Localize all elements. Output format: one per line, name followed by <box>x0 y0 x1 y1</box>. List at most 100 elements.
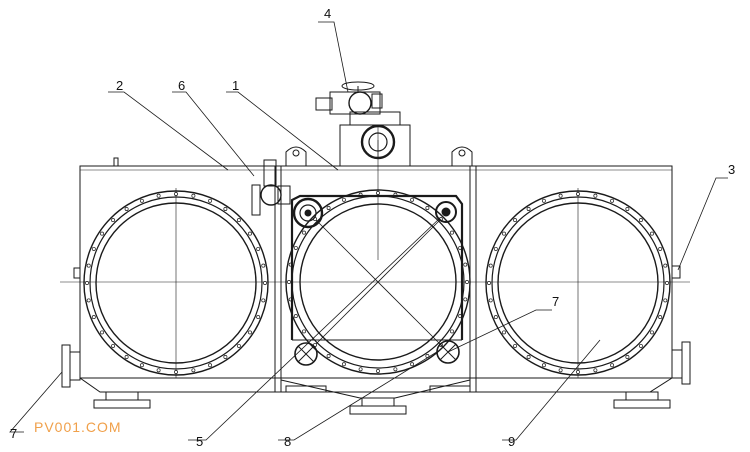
flange-bolt <box>156 368 161 373</box>
flange-bolt <box>223 207 228 211</box>
flange-bolt <box>248 330 252 335</box>
flange-bolt <box>86 298 91 303</box>
flange-bolt <box>293 245 298 250</box>
flange-bolt <box>558 193 563 198</box>
gearbox <box>339 111 411 167</box>
flange-bolt <box>625 355 630 359</box>
idler-sprocket-top-right <box>435 201 457 223</box>
flange-bolt <box>91 315 96 320</box>
flange-bolt <box>85 281 89 285</box>
flange-bolt <box>223 355 228 359</box>
callout-8: 8 <box>284 434 291 449</box>
flange-bolt <box>638 218 643 223</box>
limit-switch-assembly <box>251 159 291 216</box>
flange-bolt <box>493 246 498 251</box>
flange-bolt <box>558 368 563 373</box>
right-side-nozzle <box>671 341 691 385</box>
flange-bolt <box>650 330 654 335</box>
flange-bolt <box>376 369 380 373</box>
flange-bolt <box>463 297 468 302</box>
right-lifting-lug <box>451 146 473 166</box>
flange-bolt <box>541 198 546 203</box>
callout-9: 9 <box>508 434 515 449</box>
callout-6: 6 <box>178 78 185 93</box>
callout-1: 1 <box>232 78 239 93</box>
flange-bolt <box>450 329 454 334</box>
flange-bolt <box>526 207 531 211</box>
flange-bolt <box>287 280 291 284</box>
bottom-outlet-right <box>613 391 671 409</box>
flange-bolt <box>502 231 506 236</box>
flange-bolt <box>124 207 129 211</box>
flange-bolt <box>293 314 298 319</box>
flange-bolt <box>302 230 306 235</box>
flange-bolt <box>576 370 580 374</box>
flange-bolt <box>502 330 506 335</box>
flange-bolt <box>256 246 261 251</box>
flange-bolt <box>263 281 267 285</box>
flange-bolt <box>236 343 241 348</box>
flange-bolt <box>261 298 266 303</box>
left-flange <box>83 188 269 378</box>
flange-bolt <box>341 197 346 202</box>
flange-bolt <box>650 231 654 236</box>
flange-bolt <box>576 192 580 196</box>
left-side-nozzle <box>61 344 81 388</box>
flange-bolt <box>376 191 380 195</box>
flange-bolt <box>658 315 663 320</box>
callout-7-left: 7 <box>10 426 17 441</box>
flange-bolt <box>86 263 91 268</box>
flange-bolt <box>302 329 306 334</box>
flange-bolt <box>663 298 668 303</box>
flange-bolt <box>665 281 669 285</box>
callout-5: 5 <box>196 434 203 449</box>
flange-bolt <box>91 246 96 251</box>
bottom-outlet-center <box>349 397 407 415</box>
flange-bolt <box>256 315 261 320</box>
electric-actuator <box>315 81 383 115</box>
flange-bolt <box>191 193 196 198</box>
flange-bolt <box>638 343 643 348</box>
right-flange-bolts <box>487 192 669 374</box>
flange-bolt <box>124 355 129 359</box>
flange-bolt <box>358 367 363 372</box>
right-hinge-pin <box>671 265 681 279</box>
flange-bolt <box>100 330 104 335</box>
flange-bolt <box>410 362 415 367</box>
flange-bolt <box>139 198 144 203</box>
flange-bolt <box>174 192 178 196</box>
chain-track <box>290 194 464 341</box>
flange-bolt <box>208 198 213 203</box>
callout-2: 2 <box>116 78 123 93</box>
drive-sprocket <box>292 197 324 229</box>
flange-bolt <box>541 363 546 368</box>
flange-bolt <box>326 354 331 358</box>
bottom-left-roller <box>294 342 318 366</box>
flange-bolt <box>450 230 454 235</box>
bottom-outlet-left <box>93 391 151 409</box>
flange-bolt <box>174 370 178 374</box>
flange-bolt <box>513 218 518 223</box>
flange-bolt <box>488 263 493 268</box>
flange-bolt <box>191 368 196 373</box>
center-flange-bolts <box>287 191 469 373</box>
watermark: PV001.COM <box>34 419 122 435</box>
left-lifting-lug <box>285 146 307 166</box>
center-flange <box>285 189 471 375</box>
flange-bolt <box>156 193 161 198</box>
callout-4: 4 <box>324 6 331 21</box>
flange-bolt <box>236 218 241 223</box>
flange-bolt <box>610 198 615 203</box>
callout-3: 3 <box>728 162 735 177</box>
flange-bolt <box>139 363 144 368</box>
flange-bolt <box>663 263 668 268</box>
flange-bolt <box>526 355 531 359</box>
left-hinge-pin <box>73 267 81 279</box>
flange-bolt <box>261 263 266 268</box>
flange-bolt <box>425 206 430 210</box>
flange-bolt <box>513 343 518 348</box>
flange-bolt <box>610 363 615 368</box>
callout-labels: 2 6 1 4 3 7 7 5 8 9 <box>10 6 735 449</box>
